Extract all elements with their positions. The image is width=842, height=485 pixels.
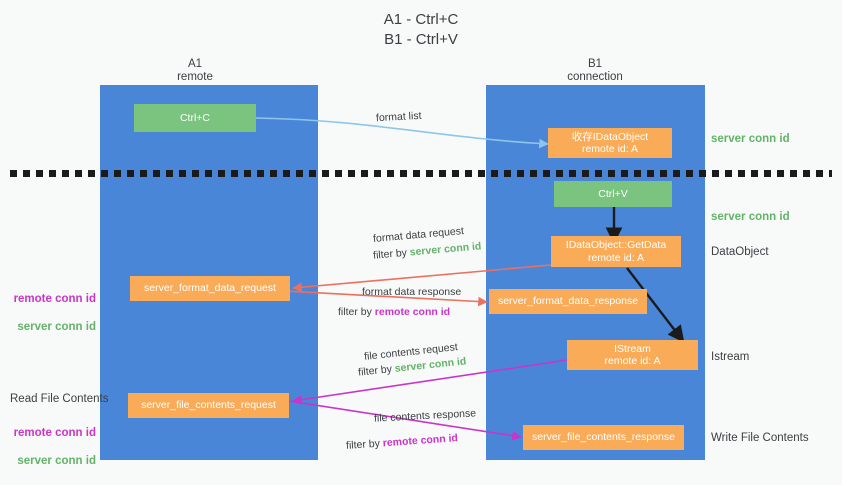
conn-stack-file: remote conn id server conn id bbox=[0, 412, 96, 482]
filter-prefix-2: filter by bbox=[338, 306, 375, 318]
conn-stack-file-server: server conn id bbox=[17, 455, 96, 467]
label-istream: Istream bbox=[711, 351, 750, 363]
conn-stack-format-remote: remote conn id bbox=[13, 293, 96, 305]
flow-label-format-list: format list bbox=[375, 109, 422, 125]
box-server-file-contents-response[interactable]: server_file_contents_response bbox=[523, 425, 684, 450]
box-ctrl-v[interactable]: Ctrl+V bbox=[554, 181, 672, 207]
filter-prefix-3: filter by bbox=[357, 362, 396, 379]
label-dataobject: DataObject bbox=[711, 246, 769, 258]
box-idataobject-getdata[interactable]: IDataObject::GetData remote id: A bbox=[551, 236, 681, 267]
dashed-separator bbox=[10, 170, 832, 177]
label-server-conn-id-2: server conn id bbox=[711, 211, 790, 223]
filter-value-remote-2: remote conn id bbox=[382, 432, 459, 450]
filter-value-server-1: server conn id bbox=[409, 240, 482, 259]
filter-prefix-4: filter by bbox=[345, 437, 384, 452]
box-receive-idataobject[interactable]: 收存IDataObject remote id: A bbox=[548, 128, 672, 158]
page-title: A1 - Ctrl+C B1 - Ctrl+V bbox=[383, 11, 459, 48]
conn-stack-format-server: server conn id bbox=[17, 321, 96, 333]
filter-prefix-1: filter by bbox=[372, 246, 411, 262]
box-server-file-contents-request[interactable]: server_file_contents_request bbox=[128, 393, 289, 418]
flow-label-format-data-response: format data response bbox=[362, 286, 462, 298]
box-server-format-data-response[interactable]: server_format_data_response bbox=[489, 289, 647, 314]
filter-label-remote-1: filter by remote conn id bbox=[338, 305, 450, 320]
filter-value-remote-1: remote conn id bbox=[374, 306, 451, 318]
conn-stack-file-remote: remote conn id bbox=[13, 427, 96, 439]
label-read-file-contents: Read File Contents bbox=[10, 393, 109, 405]
flow-label-file-contents-response: file contents response bbox=[373, 407, 477, 425]
conn-stack-format: remote conn id server conn id bbox=[0, 278, 96, 348]
box-istream[interactable]: IStream remote id: A bbox=[567, 340, 698, 370]
lane-header-a1: A1 remote bbox=[177, 58, 213, 83]
label-write-file-contents: Write File Contents bbox=[711, 432, 809, 444]
filter-label-remote-2: filter by remote conn id bbox=[346, 431, 459, 454]
lane-header-b1: B1 connection bbox=[567, 58, 623, 83]
box-ctrl-c[interactable]: Ctrl+C bbox=[134, 104, 256, 132]
label-server-conn-id-1: server conn id bbox=[711, 133, 790, 145]
box-server-format-data-request[interactable]: server_format_data_request bbox=[130, 276, 290, 301]
